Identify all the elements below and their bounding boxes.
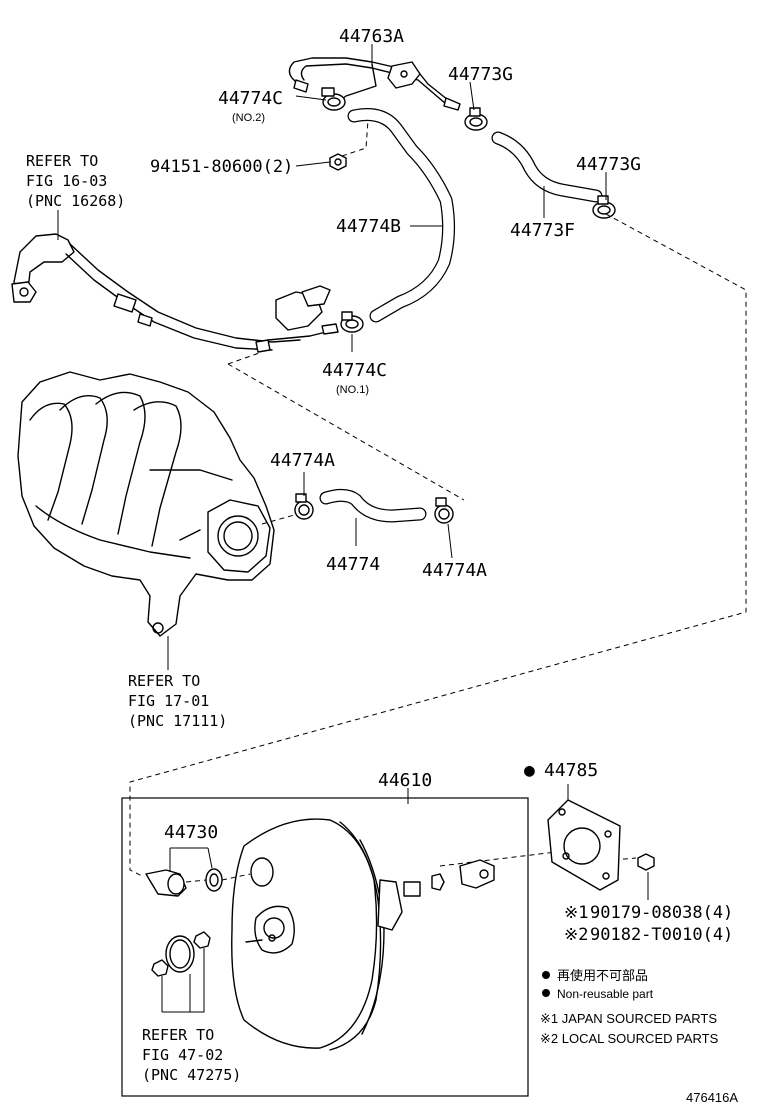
label-44610: 44610 (378, 770, 432, 791)
label-90182-T0010: 90182-T0010(4) (590, 925, 733, 945)
legend-bullet-1 (542, 971, 550, 979)
vacuum-hose-44774B (347, 108, 456, 323)
label-44774C-no2: 44774C (218, 88, 283, 109)
vacuum-pipe-44763A (288, 57, 461, 111)
o-ring-and-nuts (151, 931, 211, 977)
ref2-line3: (PNC 17111) (128, 712, 227, 730)
label-44785: 44785 (544, 760, 598, 781)
intake-manifold-fig17-01 (17, 371, 275, 637)
mark-2: ※2 (564, 925, 588, 945)
hose-clamp-44774A-right (434, 497, 454, 524)
label-44774C-no1: 44774C (322, 360, 387, 381)
label-44774B: 44774B (336, 216, 401, 237)
label-44774C-no2-sub: (NO.2) (232, 112, 265, 124)
ref2-line2: FIG 17-01 (128, 692, 209, 710)
brake-booster-frame (121, 797, 529, 1097)
bullet-44785: ● (524, 760, 535, 781)
hose-clamp-44773G-right (592, 195, 616, 219)
leader-lines (57, 44, 649, 1013)
label-44773G-top: 44773G (448, 64, 513, 85)
legend-en-nonreusable: Non-reusable part (557, 987, 654, 1001)
label-44730: 44730 (164, 822, 218, 843)
pipe-assembly-fig16-03 (11, 233, 339, 353)
label-44774: 44774 (326, 554, 380, 575)
brake-booster-44610 (231, 818, 421, 1051)
vacuum-hose-44774 (319, 488, 427, 523)
hose-clamp-44774A-left (294, 493, 314, 520)
label-44774C-no1-sub: (NO.1) (336, 384, 369, 396)
ref2-line1: REFER TO (128, 672, 200, 690)
ref3-line1: REFER TO (142, 1026, 214, 1044)
label-94151-80600: 94151-80600(2) (150, 157, 293, 177)
ref3-line2: FIG 47-02 (142, 1046, 223, 1064)
legend-local-sourced: ※2 LOCAL SOURCED PARTS (540, 1031, 719, 1046)
vacuum-hose-44773F (491, 131, 603, 203)
diagram-id: 476416A (686, 1090, 738, 1105)
label-44763A: 44763A (339, 26, 404, 47)
legend-bullet-2 (542, 989, 550, 997)
clevis-and-nut (431, 859, 495, 891)
label-44774A-bottom: 44774A (422, 560, 487, 581)
check-valve-44730 (145, 868, 223, 897)
label-90179-08038: 90179-08038(4) (590, 903, 733, 923)
ref1-line3: (PNC 16268) (26, 192, 125, 210)
ref1-line1: REFER TO (26, 152, 98, 170)
legend: 再使用不可部品 Non-reusable part ※1 JAPAN SOURC… (540, 968, 719, 1046)
hose-clamp-44774C-no2 (321, 87, 346, 111)
legend-japan-sourced: ※1 JAPAN SOURCED PARTS (540, 1011, 717, 1026)
hose-clamp-44774C-no1 (340, 311, 364, 333)
mark-1: ※1 (564, 903, 588, 923)
label-44773F: 44773F (510, 220, 575, 241)
label-44774A-top: 44774A (270, 450, 335, 471)
bolt-94151-80600 (329, 153, 347, 171)
label-44773G-right: 44773G (576, 154, 641, 175)
nut-90179-90182 (637, 853, 655, 871)
ref1-line2: FIG 16-03 (26, 172, 107, 190)
gasket-44785 (547, 799, 621, 891)
hose-clamp-44773G-top (464, 107, 488, 131)
ref3-line3: (PNC 47275) (142, 1066, 241, 1084)
legend-jp-nonreusable: 再使用不可部品 (557, 968, 648, 983)
